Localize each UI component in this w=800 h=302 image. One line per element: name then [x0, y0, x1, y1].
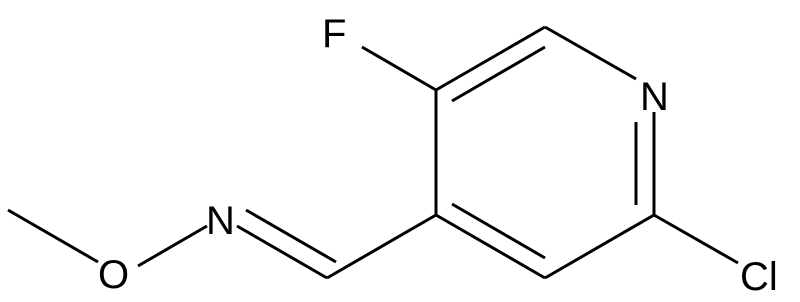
bond-c5-c6: [435, 25, 546, 92]
bond-c2-c3: [544, 213, 655, 280]
atom-label-ring-nitrogen: N: [640, 75, 669, 119]
bond-c5-c6-inner: [451, 45, 546, 103]
atom-labels: F N Cl N O: [98, 12, 778, 299]
bond-c3-c4: [435, 213, 546, 280]
bond-c2-cl: [653, 213, 739, 265]
substituents: [7, 45, 739, 280]
atom-label-fluorine: F: [322, 12, 346, 56]
bond-c3-c4-inner: [451, 202, 546, 260]
bond-o-ch3: [7, 208, 99, 264]
atom-label-chlorine: Cl: [740, 255, 778, 299]
bond-ch-n-double-2: [245, 208, 337, 264]
bond-ch-n-double-1: [236, 224, 328, 280]
bond-n-o: [137, 224, 208, 268]
pyridine-ring: [434, 25, 656, 280]
atom-label-oxime-nitrogen: N: [206, 199, 235, 243]
bond-c6-n1: [544, 25, 637, 81]
bond-c5-f: [361, 45, 437, 92]
bond-c4-ch: [326, 213, 437, 280]
atom-label-oxygen: O: [98, 253, 129, 297]
